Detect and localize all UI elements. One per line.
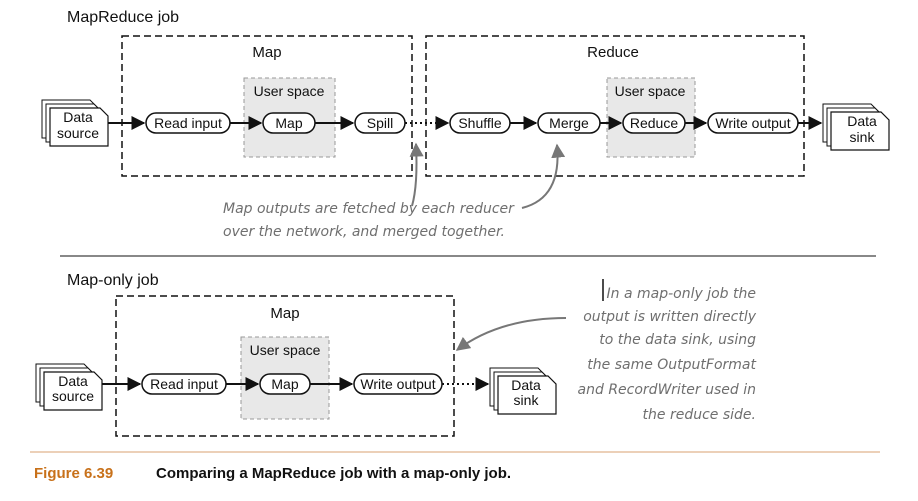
svg-text:source: source xyxy=(57,125,99,141)
bottom-annotation: In a map-only job the output is written … xyxy=(455,279,757,423)
svg-text:to the data sink, using: to the data sink, using xyxy=(599,332,756,348)
svg-text:Map: Map xyxy=(275,115,302,131)
map-only-job-title: Map-only job xyxy=(67,272,159,289)
reduce-user-space-label: User space xyxy=(615,83,686,99)
svg-text:the same OutputFormat: the same OutputFormat xyxy=(587,357,756,373)
reduce-phase-label: Reduce xyxy=(587,44,639,61)
svg-text:Reduce: Reduce xyxy=(630,115,678,131)
svg-text:and RecordWriter used in: and RecordWriter used in xyxy=(578,382,756,398)
mapreduce-job-title: MapReduce job xyxy=(67,9,179,26)
read-input-step: Read input xyxy=(145,112,231,134)
svg-text:the reduce side.: the reduce side. xyxy=(643,407,756,423)
shuffle-step: Shuffle xyxy=(449,112,511,134)
bottom-write-output-step: Write output xyxy=(353,373,443,395)
bottom-map-step: Map xyxy=(259,373,311,395)
bottom-read-input-step: Read input xyxy=(141,373,227,395)
svg-text:In a map-only job the: In a map-only job the xyxy=(607,286,756,302)
svg-text:source: source xyxy=(52,388,94,404)
svg-text:output is written directly: output is written directly xyxy=(583,309,756,325)
map-only-box xyxy=(115,295,455,437)
reduce-phase-box xyxy=(425,35,805,177)
svg-text:Write output: Write output xyxy=(715,115,790,131)
svg-text:Data: Data xyxy=(63,109,93,125)
figure-caption: Comparing a MapReduce job with a map-onl… xyxy=(156,465,511,482)
map-only-label: Map xyxy=(270,305,299,322)
svg-text:Read input: Read input xyxy=(150,376,218,392)
svg-text:Spill: Spill xyxy=(367,115,393,131)
top-annotation: Map outputs are fetched by each reducer … xyxy=(223,142,566,240)
svg-text:Data: Data xyxy=(847,113,877,129)
spill-step: Spill xyxy=(354,112,406,134)
reduce-step: Reduce xyxy=(622,112,686,134)
map-user-space-label: User space xyxy=(254,83,325,99)
svg-text:Write output: Write output xyxy=(360,376,435,392)
map-phase-box xyxy=(121,35,413,177)
bottom-data-sink-doc: Data sink xyxy=(489,367,557,415)
svg-text:Read input: Read input xyxy=(154,115,222,131)
map-phase-label: Map xyxy=(252,44,281,61)
svg-text:sink: sink xyxy=(850,129,876,145)
svg-text:over the network, and merged t: over the network, and merged together. xyxy=(223,224,505,240)
svg-text:Merge: Merge xyxy=(549,115,589,131)
bottom-user-space-label: User space xyxy=(250,342,321,358)
svg-text:Map: Map xyxy=(271,376,298,392)
svg-text:Map outputs are fetched by eac: Map outputs are fetched by each reducer xyxy=(223,201,515,217)
svg-text:Shuffle: Shuffle xyxy=(458,115,502,131)
write-output-step: Write output xyxy=(707,112,799,134)
svg-text:Data: Data xyxy=(511,377,541,393)
bottom-data-source-doc: Data source xyxy=(35,363,103,411)
data-sink-doc: Data sink xyxy=(822,103,890,151)
figure-number: Figure 6.39 xyxy=(34,465,113,482)
svg-text:sink: sink xyxy=(514,392,540,408)
svg-text:Data: Data xyxy=(58,373,88,389)
merge-step: Merge xyxy=(537,112,601,134)
data-source-doc: Data source xyxy=(41,99,109,147)
map-step: Map xyxy=(262,112,316,134)
